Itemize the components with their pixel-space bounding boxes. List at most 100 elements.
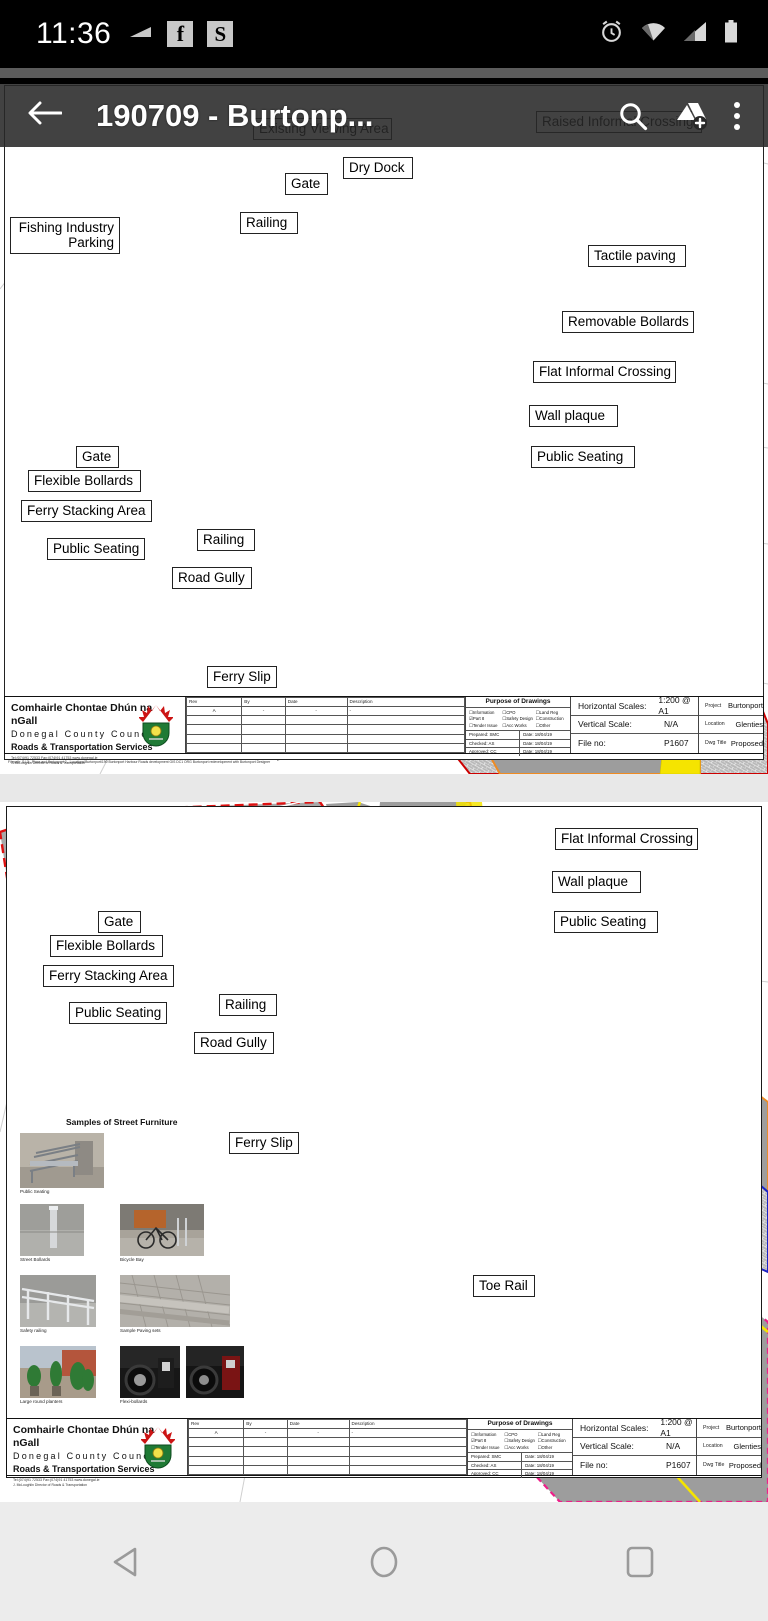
site-plan-drawing-2 bbox=[0, 802, 768, 1502]
rev-col-description: Description bbox=[346, 696, 466, 708]
rev-col-by: By bbox=[243, 1418, 288, 1430]
skype-icon: S bbox=[207, 21, 234, 47]
samples-heading: Samples of Street Furniture bbox=[66, 1117, 178, 1127]
sample-thumbnail: Flexi-bollards bbox=[120, 1346, 180, 1404]
revision-table: Rev By Date Description A - - - bbox=[187, 1418, 468, 1476]
table-row: Checked: AS Date: 18/04/19 bbox=[466, 739, 570, 749]
status-bar-clock: 11:36 bbox=[36, 17, 112, 50]
table-row bbox=[187, 1455, 468, 1466]
table-row: Location Glenties bbox=[699, 716, 763, 735]
purpose-heading: Purpose of Drawings bbox=[466, 697, 570, 709]
checkbox-tender-issue[interactable]: ☐Tender Issue bbox=[469, 722, 498, 728]
checkbox-other[interactable]: ☐Other bbox=[537, 1444, 553, 1450]
table-row: Approved: CC Date: 18/04/19 bbox=[468, 1470, 572, 1478]
checkbox-tender-issue[interactable]: ☐Tender Issue bbox=[471, 1444, 500, 1450]
rev-col-date: Date bbox=[284, 696, 348, 708]
table-row: Project Burtonport bbox=[699, 697, 763, 716]
page-title: 190709 - Burtonp... bbox=[96, 97, 374, 133]
sample-caption: Street Bollards bbox=[20, 1257, 51, 1262]
table-row: Prepared: SMC Date: 18/04/19 bbox=[468, 1453, 572, 1462]
drawing-footnote-1: Filepath: S:\ 3 - Plans and Burtonport 2… bbox=[8, 760, 271, 764]
sample-caption: Flexi-bollards bbox=[120, 1399, 148, 1404]
nav-recents-square-icon[interactable] bbox=[605, 1532, 675, 1592]
callout-label: Ferry Slip bbox=[229, 1132, 299, 1154]
checkbox-land-reg[interactable]: ☐Land Reg bbox=[535, 710, 559, 716]
callout-label: Public Seating bbox=[69, 1002, 167, 1024]
title-block-1: Comhairle Chontae Dhún na nGall Donegal … bbox=[4, 695, 764, 765]
checkbox-construction[interactable]: ☐Construction bbox=[535, 716, 564, 722]
back-arrow-icon[interactable] bbox=[28, 100, 63, 131]
sample-caption: Large round planters bbox=[20, 1399, 63, 1404]
revision-table: Rev By Date Description A - - - bbox=[185, 696, 466, 754]
checkbox-other[interactable]: ☐Other bbox=[535, 722, 551, 728]
callout-label: Gate bbox=[285, 173, 328, 195]
search-icon[interactable] bbox=[618, 101, 648, 131]
sample-thumbnail: Safety railing bbox=[20, 1275, 96, 1333]
toolbar-shadow-strip bbox=[0, 68, 768, 78]
callout-label: Tactile paving bbox=[588, 245, 686, 267]
checkbox-information[interactable]: ☐Information bbox=[471, 1432, 497, 1438]
table-row bbox=[185, 733, 466, 744]
table-row bbox=[185, 742, 466, 754]
purpose-of-drawings-block: Purpose of Drawings ☐Information ☐CPO ☐L… bbox=[465, 697, 570, 756]
more-vert-icon[interactable] bbox=[734, 101, 740, 130]
callout-label: Railing bbox=[197, 529, 255, 551]
callout-label: Road Gully bbox=[172, 567, 252, 589]
callout-label: Wall plaque bbox=[552, 871, 641, 893]
checkbox-part8[interactable]: ☑Part 8 bbox=[469, 716, 485, 722]
checkbox-part8[interactable]: ☑Part 8 bbox=[471, 1438, 487, 1444]
signal-flag-icon bbox=[129, 24, 153, 45]
add-to-drive-icon[interactable] bbox=[674, 101, 708, 131]
sample-thumbnail: Large round planters bbox=[20, 1346, 96, 1404]
rev-col-rev: Rev bbox=[185, 696, 243, 708]
project-info-block: Project Burtonport Location Glenties Dwg… bbox=[698, 697, 763, 753]
callout-label: Public Seating bbox=[554, 911, 658, 933]
checkbox-safety-design[interactable]: ☐Safety Design bbox=[504, 1438, 535, 1444]
scales-block: Horizontal Scales: 1:200 @ A1 Vertical S… bbox=[572, 1417, 702, 1475]
table-row: Dwg Title Proposed bbox=[703, 1460, 761, 1470]
toolbar-divider-strip bbox=[0, 78, 768, 84]
callout-label: Toe Rail bbox=[473, 1275, 535, 1297]
checkbox-acc-works[interactable]: ☐Acc Works bbox=[502, 722, 527, 728]
nav-back-triangle-icon[interactable] bbox=[93, 1532, 163, 1592]
table-row: Prepared: SMC Date: 18/04/19 bbox=[466, 731, 570, 740]
table-row: Vertical Scale: N/A bbox=[573, 1438, 702, 1457]
callout-label: Wall plaque bbox=[529, 405, 618, 427]
callout-label: Railing bbox=[219, 994, 277, 1016]
checkbox-safety-design[interactable]: ☐Safety Design bbox=[502, 716, 533, 722]
android-nav-bar bbox=[0, 1502, 768, 1621]
table-row: Checked: AS Date: 18/04/19 bbox=[468, 1461, 572, 1471]
purpose-signoff-rows: Prepared: SMC Date: 18/04/19 Checked: AS… bbox=[466, 730, 570, 756]
cell-signal-icon bbox=[683, 21, 708, 47]
contact-line: Tel:(074)91 72533 Fax:(074)91 41753 www.… bbox=[11, 755, 98, 760]
table-row: Location Glenties bbox=[697, 1438, 761, 1457]
alarm-clock-icon bbox=[599, 19, 624, 49]
sample-thumbnail: Public Seating bbox=[20, 1133, 104, 1194]
checkbox-cpo[interactable]: ☐CPO bbox=[504, 1432, 518, 1438]
table-row: Horizontal Scales: 1:200 @ A1 bbox=[573, 1417, 702, 1438]
scales-block: Horizontal Scales: 1:200 @ A1 Vertical S… bbox=[570, 695, 700, 753]
site-plan-drawing-1 bbox=[0, 84, 768, 774]
callout-label: Flat Informal Crossing bbox=[533, 361, 676, 383]
purpose-checkbox-grid: ☐Information ☐CPO ☐Land Reg ☑Part 8 ☐Saf… bbox=[468, 1430, 572, 1452]
checkbox-information[interactable]: ☐Information bbox=[469, 710, 495, 716]
sample-thumbnail: Sample Paving sets bbox=[119, 1274, 231, 1333]
callout-label: Flexible Bollards bbox=[28, 470, 141, 492]
checkbox-land-reg[interactable]: ☐Land Reg bbox=[537, 1432, 561, 1438]
checkbox-acc-works[interactable]: ☐Acc Works bbox=[504, 1444, 529, 1450]
table-row bbox=[185, 715, 466, 726]
table-row: A - - - bbox=[187, 1428, 468, 1439]
facebook-icon: f bbox=[167, 21, 194, 47]
director-line: J. McLoughlin Director of Roads & Transp… bbox=[13, 1483, 88, 1488]
table-row: File no: P1607 bbox=[580, 1460, 691, 1471]
purpose-heading: Purpose of Drawings bbox=[468, 1419, 572, 1431]
checkbox-cpo[interactable]: ☐CPO bbox=[502, 710, 516, 716]
nav-home-circle-icon[interactable] bbox=[349, 1532, 419, 1592]
project-info-block: Project Burtonport Location Glenties Dwg… bbox=[696, 1419, 761, 1475]
battery-icon bbox=[724, 20, 738, 48]
wifi-icon bbox=[640, 21, 667, 47]
checkbox-construction[interactable]: ☐Construction bbox=[537, 1438, 566, 1444]
table-row: Dwg Title Proposed bbox=[705, 738, 763, 748]
callout-label: Ferry Slip bbox=[207, 666, 277, 688]
